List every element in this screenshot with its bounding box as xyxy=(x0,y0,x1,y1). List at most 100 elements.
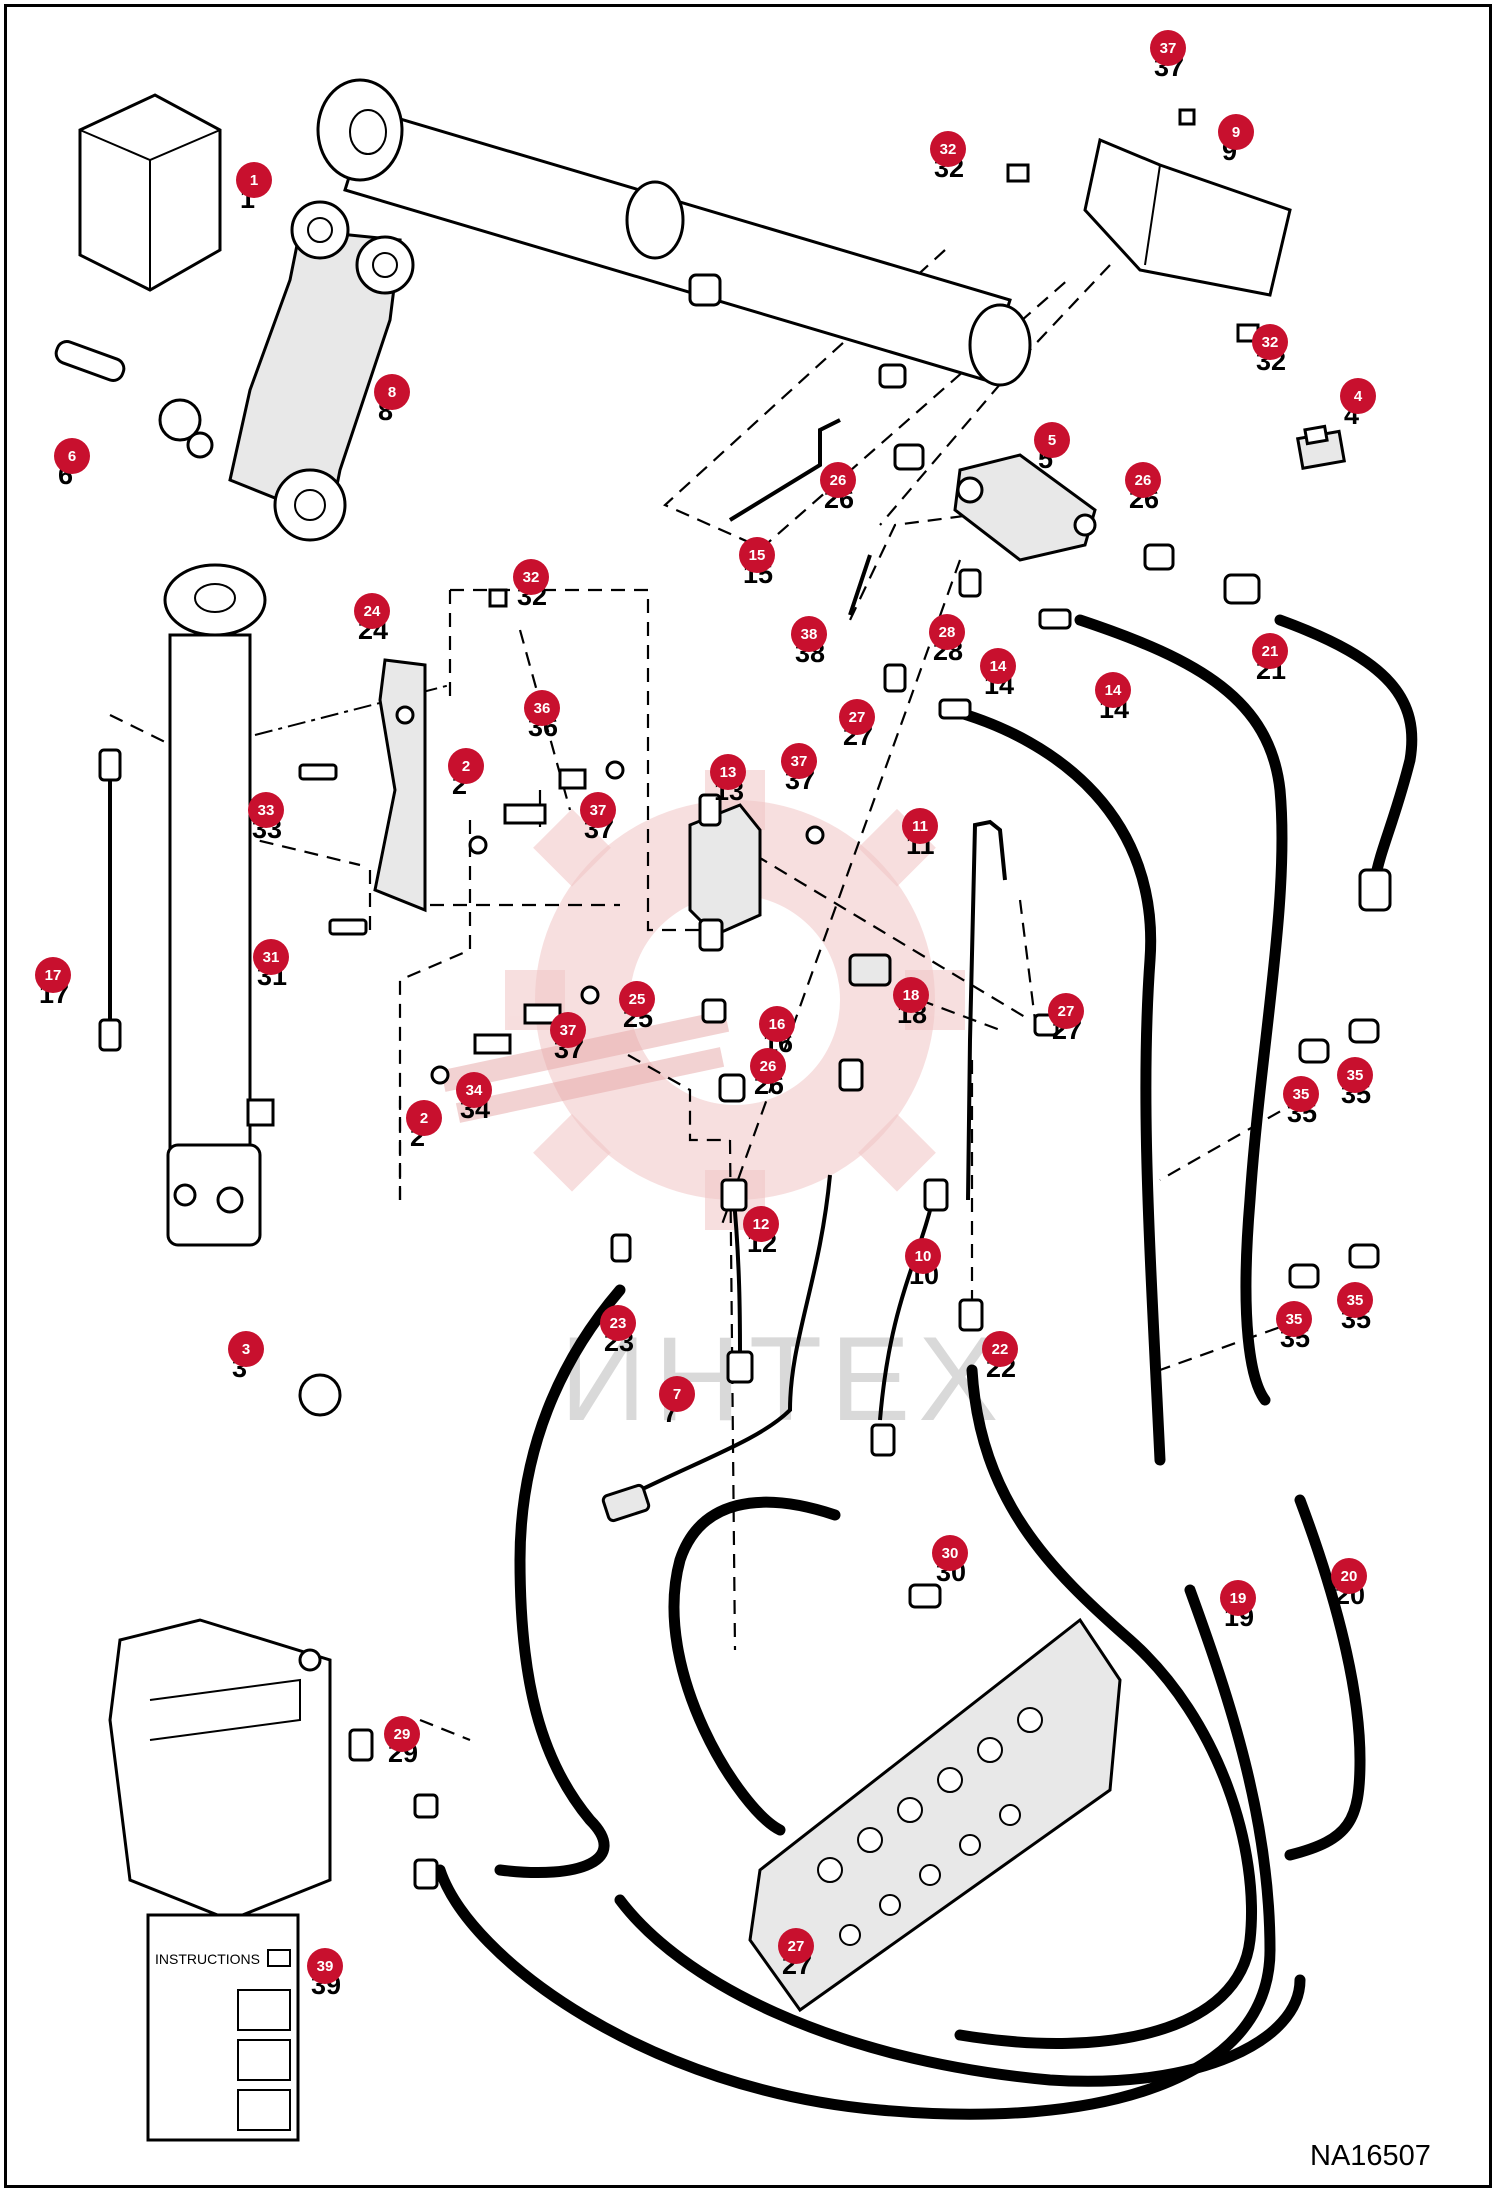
callout-badge-label: 18 xyxy=(903,987,920,1004)
callout-badge-label: 9 xyxy=(1232,124,1240,141)
callout-badge xyxy=(932,1535,968,1571)
callout-badge xyxy=(354,593,390,629)
callout-badge-label: 22 xyxy=(992,1341,1009,1358)
callout-badge-label: 6 xyxy=(68,448,76,465)
callout-badge-label: 35 xyxy=(1293,1086,1310,1103)
arm-cylinder xyxy=(98,563,275,1247)
part-1-box xyxy=(78,93,222,292)
callout-badge xyxy=(1331,1558,1367,1594)
fittings-26 xyxy=(718,443,1175,1103)
callout-badge xyxy=(743,1206,779,1242)
callout-badge-label: 27 xyxy=(1058,1003,1075,1020)
callout-badge-label: 19 xyxy=(1230,1590,1247,1607)
callout-badge-label: 25 xyxy=(629,991,646,1008)
control-valve-bank xyxy=(748,1617,1122,2013)
part-30-fitting xyxy=(908,1583,942,1609)
callout-badge-label: 38 xyxy=(801,626,818,643)
tubes xyxy=(108,418,1007,1502)
hardware xyxy=(298,108,1260,1417)
callout-1: 11 xyxy=(236,162,272,214)
callout-badge-label: 4 xyxy=(1354,388,1363,405)
callout-badge-label: 37 xyxy=(791,753,808,770)
callout-badge-label: 26 xyxy=(1135,472,1152,489)
callout-badge xyxy=(54,438,90,474)
callout-badge xyxy=(905,1238,941,1274)
callout-badge-label: 39 xyxy=(317,1958,334,1975)
callout-6: 66 xyxy=(54,438,90,490)
callout-badge xyxy=(253,939,289,975)
callout-badge-label: 5 xyxy=(1048,432,1056,449)
callout-badge xyxy=(1218,114,1254,150)
callout-badge-label: 37 xyxy=(590,802,607,819)
callout-badge-label: 34 xyxy=(466,1082,483,1099)
callout-badge-label: 32 xyxy=(940,141,957,158)
callout-4: 44 xyxy=(1340,378,1376,430)
callout-badge xyxy=(248,792,284,828)
callout-badge-label: 16 xyxy=(769,1016,786,1033)
callout-badge-label: 30 xyxy=(942,1545,959,1562)
hose-21 xyxy=(1274,614,1418,886)
inline-fittings xyxy=(610,998,984,1457)
part-18-fitting xyxy=(848,953,892,987)
callout-badge-label: 26 xyxy=(830,472,847,489)
callout-badge xyxy=(228,1331,264,1367)
callout-badge-label: 15 xyxy=(749,547,766,564)
callout-badge-label: 37 xyxy=(560,1022,577,1039)
callout-badge xyxy=(659,1376,695,1412)
callout-badge xyxy=(524,690,560,726)
callout-badge-label: 7 xyxy=(673,1386,681,1403)
part-13-valve xyxy=(688,793,762,952)
tube-10 xyxy=(878,1189,937,1421)
callout-badge xyxy=(513,559,549,595)
callout-badge xyxy=(1125,462,1161,498)
hose-14-long xyxy=(944,704,1166,1466)
wire-7 xyxy=(619,1174,832,1502)
callout-badge xyxy=(1276,1301,1312,1337)
part-4-switch xyxy=(1295,424,1347,470)
callout-badge-label: 11 xyxy=(912,818,928,835)
callout-badge xyxy=(448,748,484,784)
callout-badge-label: 28 xyxy=(939,624,956,641)
callout-badge-label: 35 xyxy=(1347,1292,1364,1309)
tube-12 xyxy=(731,1189,742,1356)
part-8-link-arm xyxy=(228,200,415,542)
small-fittings xyxy=(863,568,1392,1920)
part-24-bracket xyxy=(373,658,427,913)
callout-8: 88 xyxy=(374,374,410,426)
callout-badge-label: 8 xyxy=(388,384,396,401)
callout-badge xyxy=(893,977,929,1013)
tube-15 xyxy=(728,418,841,522)
drawing-code: NA16507 xyxy=(1310,2140,1431,2172)
callout-badge-label: 1 xyxy=(250,172,258,189)
callout-badge xyxy=(384,1716,420,1752)
callout-badge xyxy=(550,1012,586,1048)
callout-badge-label: 23 xyxy=(610,1315,627,1332)
callout-badge-label: 14 xyxy=(1105,682,1122,699)
callout-badge xyxy=(600,1305,636,1341)
callout-badge-label: 13 xyxy=(720,764,737,781)
callout-badge xyxy=(778,1928,814,1964)
clamps-35 xyxy=(1288,1018,1380,1289)
callout-badge xyxy=(759,1006,795,1042)
callout-badge-label: 32 xyxy=(1262,334,1279,351)
